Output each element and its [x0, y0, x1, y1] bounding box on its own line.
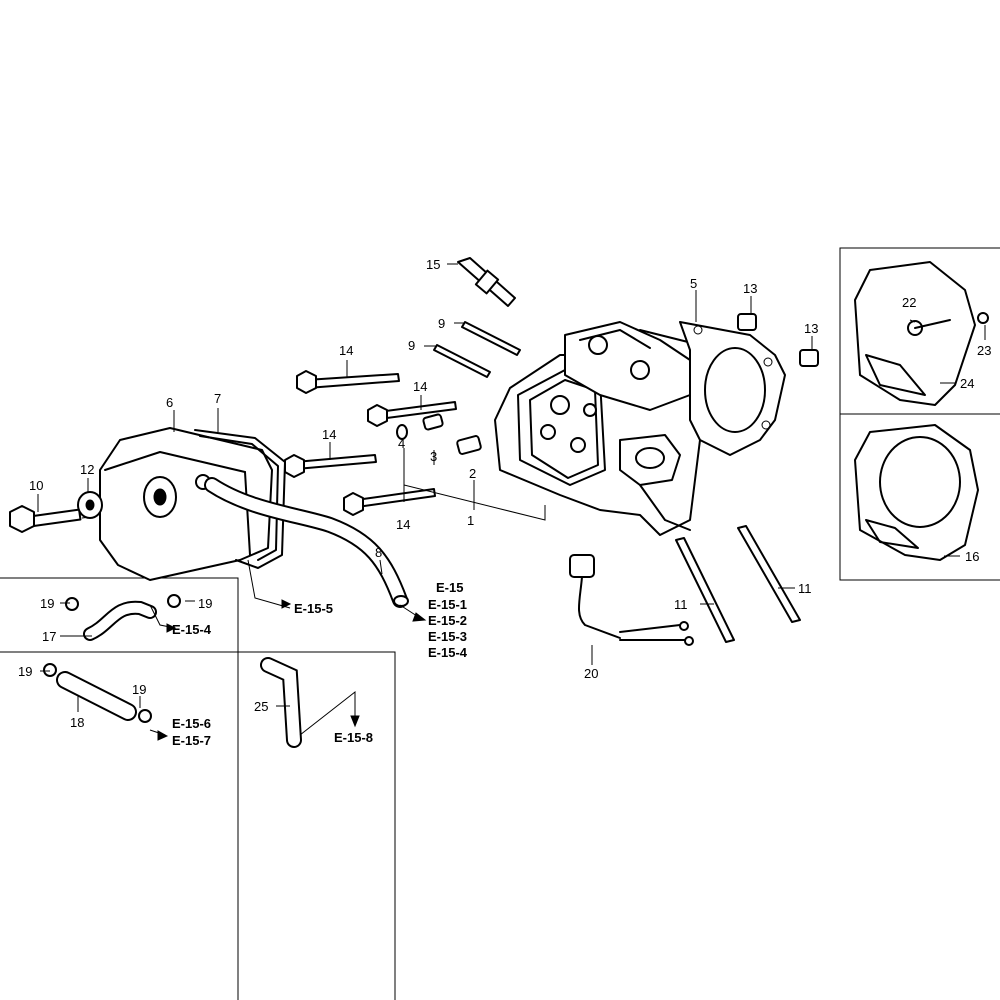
lower-left-frame: [0, 577, 396, 1000]
ref-e15-7[interactable]: E-15-7: [172, 733, 211, 748]
callout-11a: 11: [798, 581, 812, 596]
spark-plug-part: [457, 257, 516, 307]
callout-20: 20: [584, 666, 598, 681]
callout-19a: 19: [40, 596, 54, 611]
callout-2: 2: [469, 466, 476, 481]
hose-25: [260, 657, 302, 748]
callout-19d: 19: [132, 682, 146, 697]
ref-e15-6[interactable]: E-15-6: [172, 716, 211, 731]
flange-bolts: [284, 370, 457, 516]
hose-18: [56, 671, 137, 721]
callout-13a: 13: [743, 281, 757, 296]
washer-part: [77, 491, 103, 519]
callout-14a: 14: [339, 343, 353, 358]
callout-6: 6: [166, 395, 173, 410]
callout-15: 15: [426, 257, 440, 272]
cylinder-head-part: [494, 321, 711, 536]
callout-9b: 9: [408, 338, 415, 353]
callout-19b: 19: [198, 596, 212, 611]
ref-e15-1[interactable]: E-15-1: [428, 597, 467, 612]
callout-7: 7: [214, 391, 221, 406]
ref-e15-4b[interactable]: E-15-4: [428, 645, 468, 660]
head-cover-part: [99, 427, 273, 581]
gasket-inset-bottom: [854, 424, 979, 561]
bolt-14-a: [296, 370, 400, 394]
bolt-14-b: [367, 401, 457, 427]
studs-9: [433, 321, 521, 378]
bolt-14-d: [343, 488, 436, 516]
leader-lines: [37, 263, 986, 736]
ref-e15-2[interactable]: E-15-2: [428, 613, 467, 628]
studs-11: [675, 525, 801, 643]
callout-17: 17: [42, 629, 56, 644]
callout-24: 24: [960, 376, 974, 391]
cover-bolt-part: [9, 505, 91, 533]
bolt-14-c: [284, 454, 377, 478]
callout-11b: 11: [674, 597, 688, 612]
callout-10: 10: [29, 478, 43, 493]
callout-23: 23: [977, 343, 991, 358]
callout-14b: 14: [413, 379, 427, 394]
hose-17: [83, 600, 157, 641]
ref-e15-8[interactable]: E-15-8: [334, 730, 373, 745]
callout-9a: 9: [438, 316, 445, 331]
callout-labels: 1 2 3 4 5 6 7 8 9 9 10 11 11 12 13 13 14…: [18, 257, 991, 730]
ref-e15-3[interactable]: E-15-3: [428, 629, 467, 644]
oil-sensor-part: [569, 554, 694, 646]
callout-1: 1: [467, 513, 474, 528]
callout-18: 18: [70, 715, 84, 730]
clamps-19: [43, 594, 181, 723]
reference-labels: E-15-5 E-15 E-15-1 E-15-2 E-15-3 E-15-4 …: [172, 580, 468, 748]
callout-14c: 14: [322, 427, 336, 442]
head-gasket-part: [679, 321, 786, 456]
callout-25: 25: [254, 699, 268, 714]
callout-3: 3: [430, 449, 437, 464]
callout-13b: 13: [804, 321, 818, 336]
breather-tube-part: [204, 477, 409, 608]
callout-14d: 14: [396, 517, 410, 532]
callout-5: 5: [690, 276, 697, 291]
gasket-inset-top: [854, 261, 989, 406]
callout-19c: 19: [18, 664, 32, 679]
callout-8: 8: [375, 545, 382, 560]
panel-frames: [0, 247, 1000, 1000]
callout-16: 16: [965, 549, 979, 564]
dowel-pins: [396, 413, 482, 455]
dowel-13: [737, 313, 819, 367]
callout-4: 4: [398, 436, 405, 451]
callout-22: 22: [902, 295, 916, 310]
ref-e15-5[interactable]: E-15-5: [294, 601, 333, 616]
reference-arrows: [157, 599, 427, 741]
ref-e15-4a[interactable]: E-15-4: [172, 622, 212, 637]
ref-e15[interactable]: E-15: [436, 580, 463, 595]
callout-12: 12: [80, 462, 94, 477]
